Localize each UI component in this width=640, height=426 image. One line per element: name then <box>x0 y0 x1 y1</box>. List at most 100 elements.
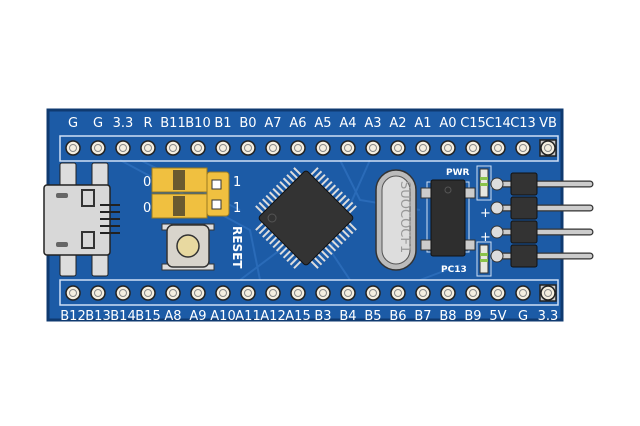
top-pin-label: C13 <box>510 116 536 131</box>
top-pin-label: R <box>143 116 152 131</box>
top-pin-10[interactable] <box>315 140 331 156</box>
bottom-pin-16[interactable] <box>465 285 481 301</box>
top-pin-label: A6 <box>289 116 306 131</box>
bottom-pin-8[interactable] <box>265 285 281 301</box>
top-pin-hole-1 <box>94 144 102 152</box>
bottom-pin-0[interactable] <box>65 285 81 301</box>
top-pin-2[interactable] <box>115 140 131 156</box>
mcu-lead <box>293 167 304 178</box>
bottom-pin-label: A10 <box>210 309 235 324</box>
top-pin-5[interactable] <box>190 140 206 156</box>
top-pin-11[interactable] <box>340 140 356 156</box>
top-pin-6[interactable] <box>215 140 231 156</box>
bottom-pin-label: B6 <box>389 309 406 324</box>
top-pin-hole-14 <box>419 144 427 152</box>
top-pin-7[interactable] <box>240 140 256 156</box>
bottom-pin-label: 3.3 <box>538 309 559 324</box>
top-pin-hole-17 <box>494 144 502 152</box>
bottom-pin-6[interactable] <box>215 285 231 301</box>
mcu-lead <box>269 234 279 245</box>
top-pin-13[interactable] <box>390 140 406 156</box>
bottom-pin-hole-1 <box>94 289 102 297</box>
pc13-led-label: PC13 <box>441 265 467 275</box>
mcu-lead <box>268 191 279 202</box>
bottom-pin-12[interactable] <box>365 285 381 301</box>
bottom-pin-4[interactable] <box>165 285 181 301</box>
mcu-lead <box>322 245 333 255</box>
top-pin-hole-2 <box>119 144 127 152</box>
bottom-pin-11[interactable] <box>340 285 356 301</box>
jumper-label-0-top: 0 <box>143 175 151 190</box>
top-pin-18[interactable] <box>515 140 531 156</box>
top-pin-label: B0 <box>239 116 256 131</box>
bottom-pin-3[interactable] <box>140 285 156 301</box>
plus-mark-2: + <box>480 230 491 245</box>
top-pin-label: B10 <box>185 116 210 131</box>
mcu-lead <box>272 187 283 198</box>
top-pin-label: A5 <box>314 116 331 131</box>
mcu-lead <box>329 238 340 249</box>
swd-pad <box>490 225 504 239</box>
reset-button[interactable] <box>161 223 215 271</box>
swd-pad <box>490 201 504 215</box>
crystal-marking: SUOCOCF1 <box>397 181 412 253</box>
top-pin-16[interactable] <box>465 140 481 156</box>
bottom-pin-1[interactable] <box>90 285 106 301</box>
top-pin-label: A2 <box>389 116 406 131</box>
bottom-pin-label: B8 <box>439 309 456 324</box>
bottom-pin-10[interactable] <box>315 285 331 301</box>
mcu-lead <box>340 198 350 209</box>
crystal-oscillator <box>375 169 417 271</box>
bottom-pin-5[interactable] <box>190 285 206 301</box>
top-pin-label: G <box>68 116 78 131</box>
bottom-pin-hole-5 <box>194 289 202 297</box>
top-pin-label: A4 <box>339 116 356 131</box>
bottom-pin-label: 5V <box>489 309 506 324</box>
bottom-pin-13[interactable] <box>390 285 406 301</box>
bottom-pin-18[interactable] <box>515 285 531 301</box>
swd-pin-housing <box>510 172 538 196</box>
mcu-lead <box>319 248 330 259</box>
bottom-pin-hole-12 <box>369 289 377 297</box>
bottom-pin-label: B12 <box>60 309 85 324</box>
top-pin-hole-16 <box>469 144 477 152</box>
top-pin-14[interactable] <box>415 140 431 156</box>
top-pin-label: 3.3 <box>113 116 134 131</box>
bottom-pin-7[interactable] <box>240 285 256 301</box>
top-pin-label: C15 <box>460 116 486 131</box>
reset-label: RESET <box>230 226 244 269</box>
top-pin-hole-15 <box>444 144 452 152</box>
bottom-pin-hole-16 <box>469 289 477 297</box>
mcu-lead <box>282 248 293 259</box>
top-pin-label: A7 <box>264 116 281 131</box>
top-pin-0[interactable] <box>65 140 81 156</box>
bottom-pin-17[interactable] <box>490 285 506 301</box>
bottom-pin-19[interactable] <box>540 285 556 301</box>
bottom-pin-14[interactable] <box>415 285 431 301</box>
top-pin-8[interactable] <box>265 140 281 156</box>
top-pin-17[interactable] <box>490 140 506 156</box>
bottom-pin-label: A9 <box>189 309 206 324</box>
bottom-pin-label: A15 <box>285 309 310 324</box>
top-pin-19[interactable] <box>540 140 556 156</box>
mcu-lead <box>272 238 283 249</box>
bottom-pin-2[interactable] <box>115 285 131 301</box>
top-pin-12[interactable] <box>365 140 381 156</box>
bottom-pin-hole-2 <box>119 289 127 297</box>
bottom-pin-15[interactable] <box>440 285 456 301</box>
top-pin-1[interactable] <box>90 140 106 156</box>
bottom-pin-hole-11 <box>344 289 352 297</box>
top-pin-15[interactable] <box>440 140 456 156</box>
boot-jumpers[interactable] <box>151 167 230 219</box>
top-pin-hole-13 <box>394 144 402 152</box>
jumper-label-1-top: 1 <box>233 175 241 190</box>
top-pin-4[interactable] <box>165 140 181 156</box>
bottom-pin-label: B15 <box>135 309 160 324</box>
top-pin-3[interactable] <box>140 140 156 156</box>
mcu-lead <box>289 170 300 181</box>
top-pin-hole-19 <box>544 144 552 152</box>
top-pin-9[interactable] <box>290 140 306 156</box>
top-pin-hole-3 <box>144 144 152 152</box>
bottom-pin-9[interactable] <box>290 285 306 301</box>
